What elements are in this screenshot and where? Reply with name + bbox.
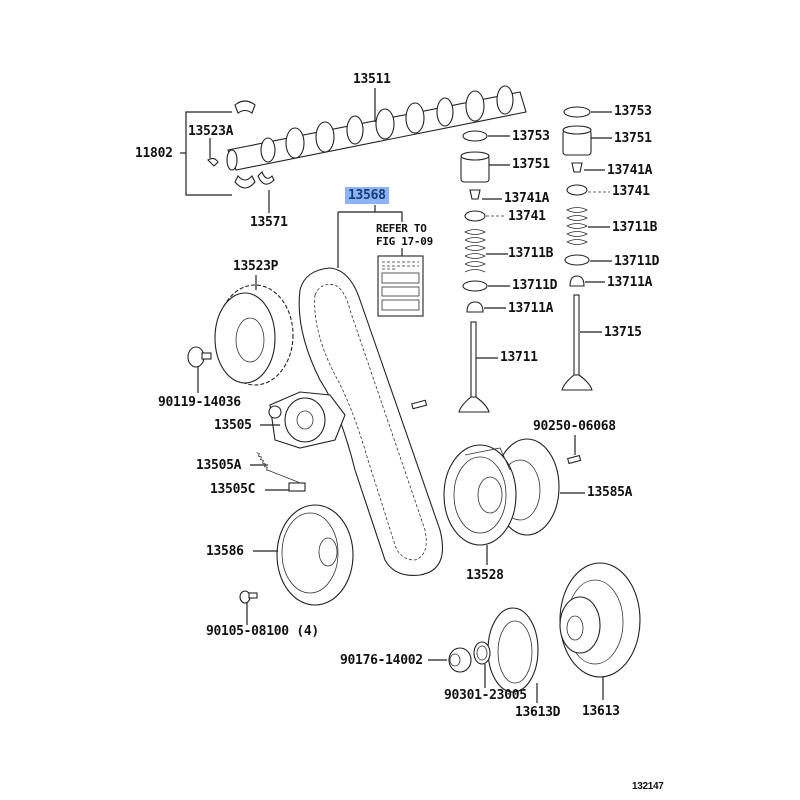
label-pin[interactable]: 90250-06068 [533, 419, 616, 434]
pulley-bolt[interactable] [187, 346, 212, 393]
label-crank-seal[interactable]: 90301-23005 [444, 688, 527, 703]
crank-damper[interactable] [559, 562, 641, 700]
idler-pulley[interactable] [253, 504, 354, 606]
label-pulley-bolt[interactable]: 90119-14036 [158, 395, 241, 410]
label-seat-left[interactable]: 13711D [512, 278, 558, 293]
label-stem-seal-left[interactable]: 13711A [508, 301, 554, 316]
tensioner[interactable] [260, 391, 346, 449]
crank-pulley[interactable] [443, 444, 517, 565]
label-retainer-right[interactable]: 13741 [612, 184, 650, 199]
label-tensioner-stud[interactable]: 13505C [210, 482, 256, 497]
bearing-bracket [180, 100, 275, 213]
label-keeper-right[interactable]: 13741A [607, 163, 653, 178]
note-fig-ref[interactable]: FIG 17-09 [376, 235, 433, 248]
label-timing-belt[interactable]: 13568 [345, 187, 389, 204]
timing-belt[interactable] [298, 205, 444, 576]
label-damper[interactable]: 13613 [582, 704, 620, 719]
label-idler-bolt[interactable]: 90105-08100 (4) [206, 624, 319, 639]
camshaft[interactable] [226, 85, 527, 171]
label-tensioner[interactable]: 13505 [214, 418, 252, 433]
label-bearing-upper[interactable]: 13523A [188, 124, 234, 139]
label-bearing-set[interactable]: 11802 [135, 146, 173, 161]
reference-card [377, 248, 424, 317]
label-shim-right[interactable]: 13753 [614, 104, 652, 119]
label-lifter-right[interactable]: 13751 [614, 131, 652, 146]
label-idler-pulley[interactable]: 13586 [206, 544, 244, 559]
tensioner-stud[interactable] [265, 482, 306, 492]
label-guide-plate[interactable]: 13585A [587, 485, 633, 500]
label-lifter-left[interactable]: 13751 [512, 157, 550, 172]
label-cam-pulley[interactable]: 13523P [233, 259, 279, 274]
valve-stack-right [561, 106, 612, 391]
tensioner-spring[interactable] [250, 442, 300, 494]
label-crank-pulley[interactable]: 13528 [466, 568, 504, 583]
valve-stack-left [458, 130, 510, 413]
crank-seal[interactable] [473, 641, 491, 688]
label-camshaft[interactable]: 13511 [353, 72, 391, 87]
label-bearing-lower[interactable]: 13571 [250, 215, 288, 230]
label-valve-left[interactable]: 13711 [500, 350, 538, 365]
label-spring-right[interactable]: 13711B [612, 220, 658, 235]
dowel-pin[interactable] [411, 399, 582, 465]
label-shim-left[interactable]: 13753 [512, 129, 550, 144]
label-keeper-left[interactable]: 13741A [504, 191, 550, 206]
label-damper-plate[interactable]: 13613D [515, 705, 561, 720]
label-crank-bolt[interactable]: 90176-14002 [340, 653, 423, 668]
label-spring-left[interactable]: 13711B [508, 246, 554, 261]
label-tensioner-spring[interactable]: 13505A [196, 458, 242, 473]
figure-number: 132147 [632, 781, 664, 792]
label-seat-right[interactable]: 13711D [614, 254, 660, 269]
idler-bolt[interactable] [239, 590, 258, 625]
note-refer-to: REFER TO [376, 222, 427, 235]
crank-bolt[interactable] [428, 647, 472, 673]
label-stem-seal-right[interactable]: 13711A [607, 275, 653, 290]
cam-pulley[interactable] [214, 275, 294, 386]
label-valve-right[interactable]: 13715 [604, 325, 642, 340]
label-retainer-left[interactable]: 13741 [508, 209, 546, 224]
